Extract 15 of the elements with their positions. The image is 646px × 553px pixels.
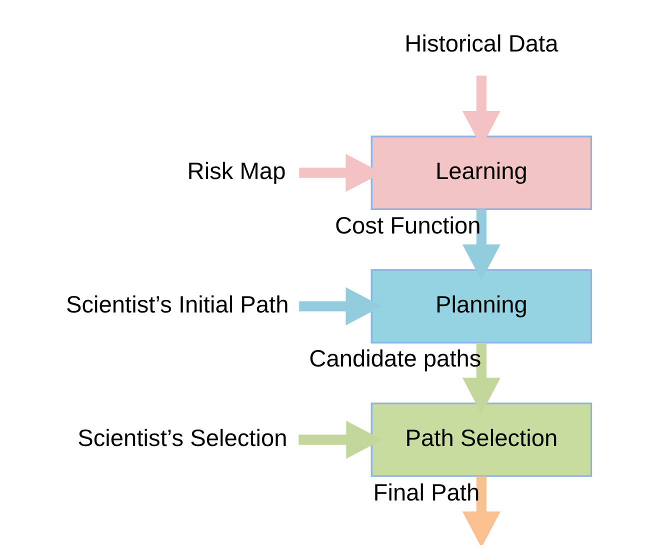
node-text: Historical Data — [404, 32, 558, 58]
edge-label: Cost Function — [334, 213, 480, 240]
arrow — [462, 209, 500, 281]
node-text: Risk Map — [186, 159, 286, 186]
arrow — [298, 420, 382, 459]
node-box: Path Selection — [370, 402, 592, 477]
node-box: Planning — [370, 269, 592, 344]
arrow — [462, 476, 500, 545]
arrow — [298, 287, 382, 326]
edge-label: Final Path — [372, 480, 480, 507]
node-text: Scientist’s Selection — [77, 426, 287, 452]
node-text: Scientist’s Initial Path — [65, 292, 288, 319]
arrow — [462, 342, 500, 414]
edge-label: Candidate paths — [308, 346, 481, 373]
node-box: Learning — [370, 136, 592, 210]
